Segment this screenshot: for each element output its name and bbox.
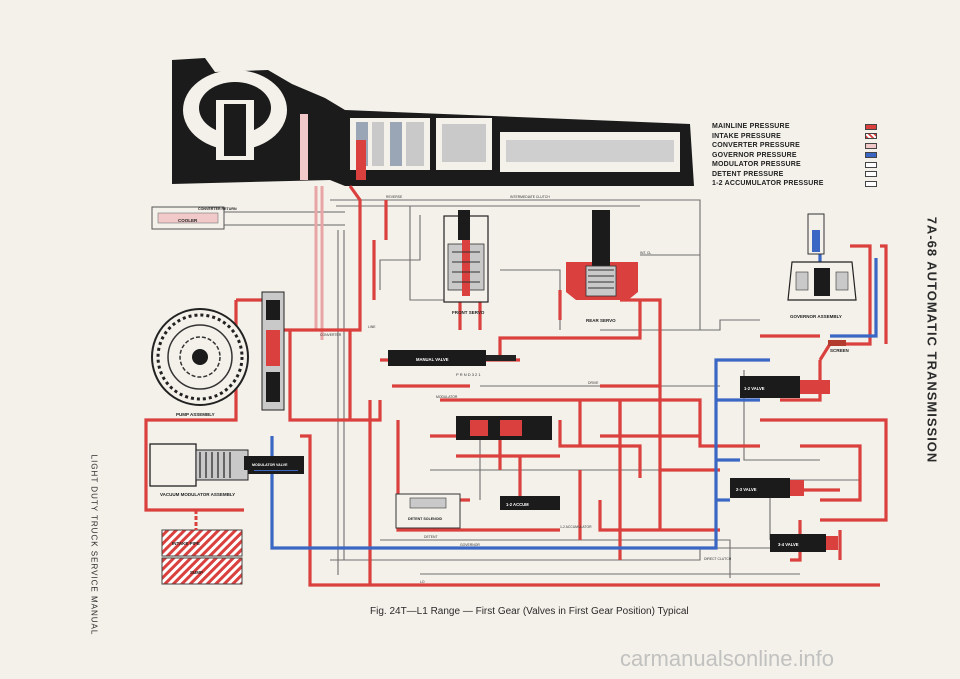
detent-solenoid: [395, 493, 461, 529]
legend-label: MAINLINE PRESSURE: [712, 123, 790, 131]
manual-valve-label: MANUAL VALVE: [416, 357, 449, 362]
legend-swatch: [865, 133, 877, 140]
shift-valve-23: [730, 478, 804, 498]
intake-pipe-label: INTAKE PIPE: [172, 541, 200, 546]
legend-swatch: [865, 171, 877, 178]
manual-valve: [388, 350, 516, 366]
drive-line-label: DRIVE: [588, 381, 599, 385]
mainline-pressure-lines: [144, 185, 888, 587]
vacuum-modulator-label: VACUUM MODULATOR ASSEMBLY: [160, 492, 235, 497]
valve-12-label: 1-2 VALVE: [744, 386, 765, 391]
sump: [161, 557, 243, 585]
shift-valve-34: [770, 534, 838, 552]
legend-label: 1-2 ACCUMULATOR PRESSURE: [712, 180, 824, 188]
legend-item: 1-2 ACCUMULATOR PRESSURE: [712, 179, 877, 189]
front-servo: [443, 210, 489, 303]
modulator-valve-label: MODULATOR VALVE: [252, 463, 288, 467]
legend-item: MODULATOR PRESSURE: [712, 160, 877, 170]
intermediate-clutch-label: INTERMEDIATE CLUTCH: [510, 195, 550, 199]
valve-23-label: 2-3 VALVE: [736, 487, 757, 492]
modulator-valve: [244, 456, 304, 470]
watermark: carmanualsonline.info: [620, 646, 835, 671]
legend-item: INTAKE PRESSURE: [712, 132, 877, 142]
reverse-line-label: REVERSE: [386, 195, 403, 199]
intake-pipe: [161, 529, 243, 557]
pressure-regulator: [261, 291, 285, 411]
accumulator-line-label: 1-2 ACCUMULATOR: [560, 525, 592, 529]
direct-clutch-line-label: DIRECT CLUTCH: [704, 557, 732, 561]
legend-item: GOVERNOR PRESSURE: [712, 151, 877, 161]
line-label: LINE: [368, 325, 376, 329]
legend-label: INTAKE PRESSURE: [712, 132, 781, 140]
cooler: [151, 206, 345, 230]
governor-assembly: [787, 213, 857, 301]
valve-34-label: 3-4 VALVE: [778, 542, 799, 547]
page-side-title: 7A-68 AUTOMATIC TRANSMISSION: [924, 216, 940, 464]
legend-item: MAINLINE PRESSURE: [712, 122, 877, 132]
cooler-label: COOLER: [178, 218, 198, 223]
int-cl-line-label: INT. CL: [640, 251, 651, 255]
legend-item: CONVERTER PRESSURE: [712, 141, 877, 151]
governor-assembly-label: GOVERNOR ASSEMBLY: [790, 314, 842, 319]
detent-line-label: DETENT: [424, 535, 438, 539]
legend-label: DETENT PRESSURE: [712, 170, 784, 178]
legend-swatch: [865, 180, 877, 187]
sump-label: SUMP: [190, 570, 203, 575]
accumulator-valve: [500, 496, 560, 510]
screen-label: SCREEN: [830, 348, 849, 353]
governor-pressure-lines: [270, 250, 878, 550]
legend-label: CONVERTER PRESSURE: [712, 142, 801, 150]
legend-swatch: [865, 161, 877, 168]
transmission-housing: [172, 58, 694, 186]
gear-positions-label: P R N D 3 2 1: [456, 372, 481, 377]
legend-label: GOVERNOR PRESSURE: [712, 151, 797, 159]
legend-swatch: [865, 123, 877, 130]
lo-line-label: LO: [420, 580, 425, 584]
modulator-line-label: MODULATOR: [436, 395, 458, 399]
converter-return-label: CONVERTER RETURN: [198, 207, 237, 211]
detent-valve: [456, 416, 552, 440]
rear-servo-label: REAR SERVO: [586, 318, 616, 323]
legend-swatch: [865, 142, 877, 149]
legend-item: DETENT PRESSURE: [712, 170, 877, 180]
governor-line-label: GOVERNOR: [460, 543, 480, 547]
converter-line-label: CONVERTER: [320, 333, 342, 337]
figure-caption: Fig. 24T—L1 Range — First Gear (Valves i…: [370, 606, 689, 617]
shift-valve-12: [740, 376, 830, 398]
detent-solenoid-label: DETENT SOLENOID: [408, 517, 443, 521]
accumulator-label: 1-2 ACCUM: [506, 502, 529, 507]
front-servo-label: FRONT SERVO: [452, 310, 485, 315]
governor-screen: [828, 340, 846, 346]
legend-swatch: [865, 152, 877, 159]
pump-assembly: [151, 308, 249, 406]
legend-label: MODULATOR PRESSURE: [712, 161, 801, 169]
manual-side-title: LIGHT DUTY TRUCK SERVICE MANUAL: [89, 454, 99, 636]
converter-pressure-lines: [280, 186, 324, 340]
rear-servo: [566, 210, 638, 300]
pump-assembly-label: PUMP ASSEMBLY: [176, 412, 215, 417]
